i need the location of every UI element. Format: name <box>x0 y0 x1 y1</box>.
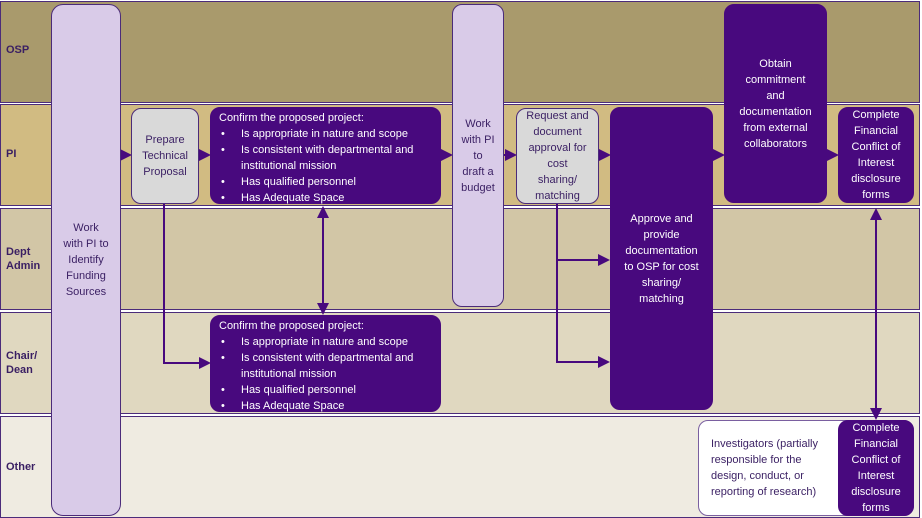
draft-budget-text: Work with PI to draft a budget <box>461 117 495 194</box>
confirm-chair-item: Is appropriate in nature and scope <box>219 334 432 350</box>
approve-documentation-box: Approve and provide documentation to OSP… <box>610 107 713 410</box>
confirm-chair-item: Has Adequate Space <box>219 398 432 414</box>
confirm-chair-list: Is appropriate in nature and scope Is co… <box>219 334 432 414</box>
obtain-commitment-text: Obtain commitment and documentation from… <box>739 57 812 150</box>
confirm-chair-item: Is consistent with departmental and inst… <box>219 350 432 382</box>
confirm-project-pi-box: Confirm the proposed project: Is appropr… <box>210 107 441 206</box>
confirm-project-chair-box: Confirm the proposed project: Is appropr… <box>210 315 441 414</box>
request-approval-text: Request and document approval for cost s… <box>526 110 589 202</box>
arrow-prepare-to-chair <box>163 204 211 369</box>
confirm-pi-item: Has Adequate Space <box>219 190 432 206</box>
prepare-proposal-box: Prepare Technical Proposal <box>131 108 199 204</box>
arrow-request-to-dept <box>556 204 610 266</box>
confirm-chair-title: Confirm the proposed project: <box>219 320 364 332</box>
confirm-pi-item: Has qualified personnel <box>219 174 432 190</box>
prepare-proposal-text: Prepare Technical Proposal <box>142 134 188 178</box>
lane-chair-dean <box>0 312 920 414</box>
arrow-request-to-chair <box>556 260 610 368</box>
confirm-pi-title: Confirm the proposed project: <box>219 112 364 124</box>
coi-disclosure-other-box: Complete Financial Conflict of Interest … <box>838 420 914 516</box>
obtain-commitment-box: Obtain commitment and documentation from… <box>724 4 827 203</box>
draft-budget-box: Work with PI to draft a budget <box>452 4 504 307</box>
confirm-pi-item: Is consistent with departmental and inst… <box>219 142 432 174</box>
confirm-pi-list: Is appropriate in nature and scope Is co… <box>219 126 432 206</box>
lane-label-chair-dean: Chair/ Dean <box>6 350 38 376</box>
investigators-text: Investigators (partially responsible for… <box>711 438 818 498</box>
identify-funding-text: Work with PI to Identify Funding Sources <box>63 222 109 298</box>
coi-disclosure-pi-text: Complete Financial Conflict of Interest … <box>851 109 901 201</box>
lane-label-osp: OSP <box>6 44 30 56</box>
lane-label-dept-admin: Dept Admin <box>6 246 41 272</box>
lane-label-pi: PI <box>6 148 17 160</box>
request-approval-box: Request and document approval for cost s… <box>516 108 599 204</box>
identify-funding-box: Work with PI to Identify Funding Sources <box>51 4 121 516</box>
lane-label-other: Other <box>6 461 36 473</box>
confirm-pi-item: Is appropriate in nature and scope <box>219 126 432 142</box>
approve-documentation-text: Approve and provide documentation to OSP… <box>624 212 699 305</box>
coi-disclosure-other-text: Complete Financial Conflict of Interest … <box>851 422 901 514</box>
coi-disclosure-pi-box: Complete Financial Conflict of Interest … <box>838 107 914 203</box>
confirm-chair-item: Has qualified personnel <box>219 382 432 398</box>
